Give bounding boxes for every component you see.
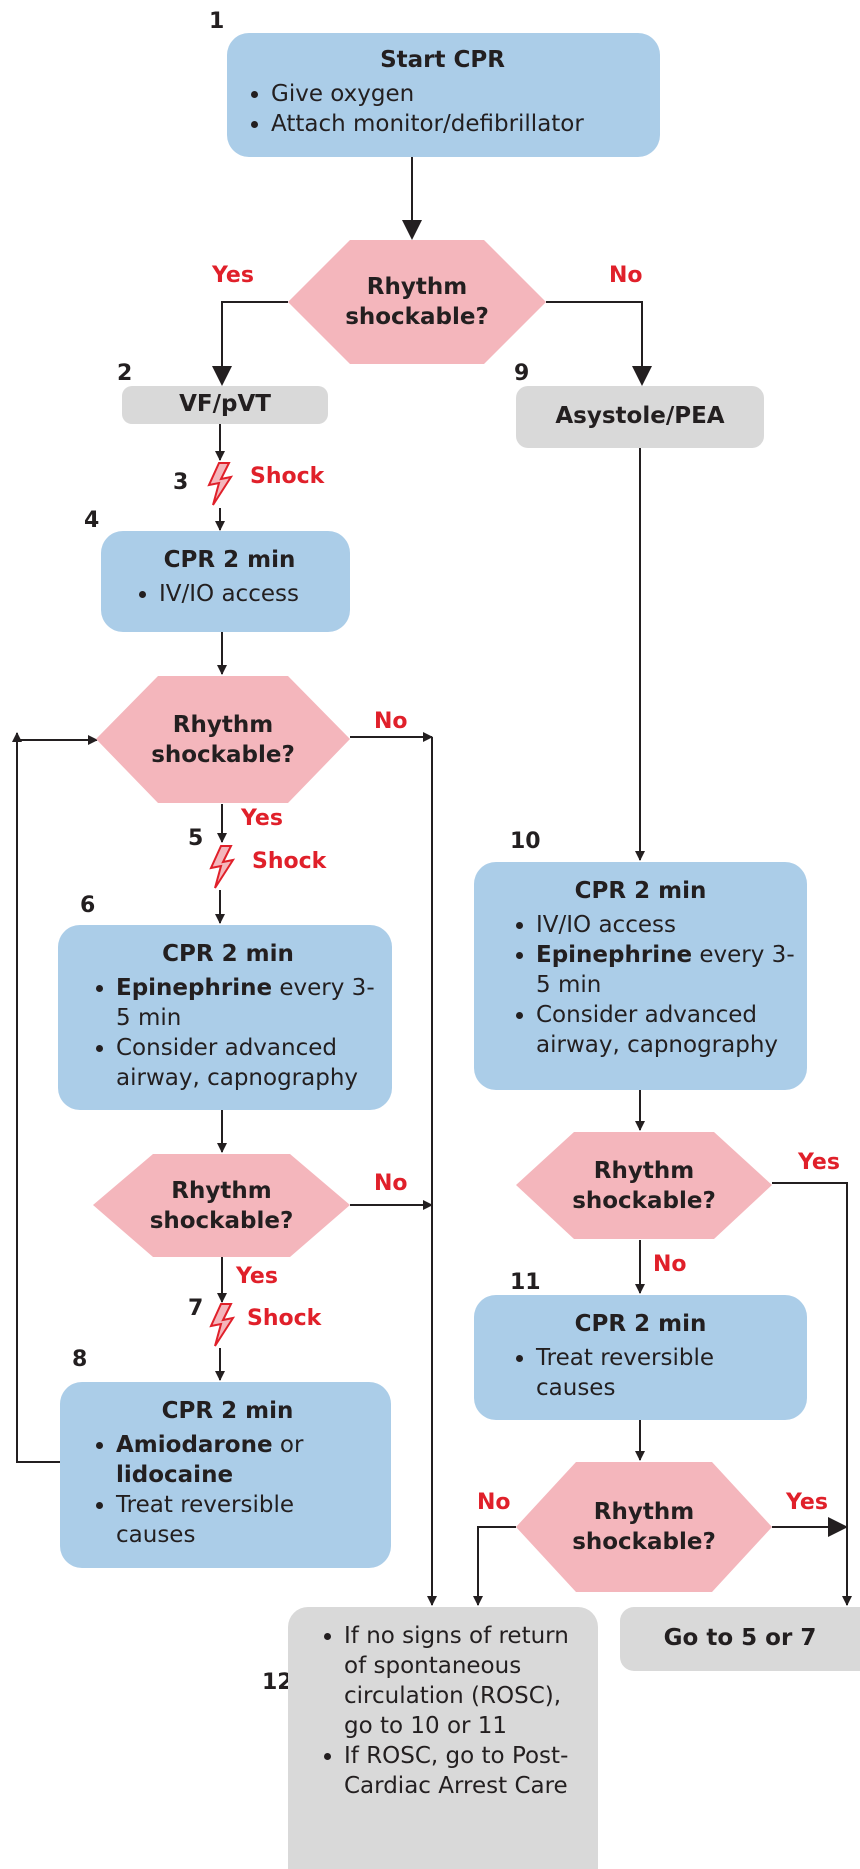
cpr-4-item-ivio: IV/IO access <box>159 579 340 609</box>
decision-2-line2: shockable? <box>151 741 295 768</box>
cpr-6-title: CPR 2 min <box>162 941 294 967</box>
asystole-pea-label: Asystole/PEA <box>555 403 725 429</box>
cpr-box-11: CPR 2 min Treat reversible causes <box>474 1295 807 1420</box>
connector <box>546 301 652 386</box>
decision-5-line1: Rhythm <box>593 1499 695 1525</box>
lidocaine-text: lidocaine <box>116 1462 234 1488</box>
step-number-1: 1 <box>209 9 225 34</box>
goto-5-or-7-box: Go to 5 or 7 <box>620 1607 860 1671</box>
cpr-6-item-airway: Consider advanced airway, capnography <box>116 1033 380 1093</box>
decision-3-line1: Rhythm <box>171 1177 272 1204</box>
cpr-10-title: CPR 2 min <box>574 878 707 904</box>
shock-label-7: Shock <box>247 1306 322 1331</box>
step-number-7: 7 <box>188 1296 204 1321</box>
shock-label-5: Shock <box>252 849 327 874</box>
goto-5-or-7-label: Go to 5 or 7 <box>663 1625 817 1651</box>
step-number-11: 11 <box>510 1270 541 1295</box>
decision-5-line2: shockable? <box>572 1529 716 1555</box>
cpr-10-item-epinephrine: Epinephrine every 3-5 min <box>536 940 795 1000</box>
lightning-bolt-icon <box>209 1303 236 1347</box>
rhythm-decision-4: Rhythm shockable? <box>516 1132 772 1239</box>
decision-2-no-label: No <box>374 709 408 734</box>
step-number-8: 8 <box>72 1347 88 1372</box>
cpr-11-title: CPR 2 min <box>574 1311 707 1337</box>
step-number-10: 10 <box>510 829 541 854</box>
step-number-2: 2 <box>117 361 133 386</box>
decision-4-line2: shockable? <box>572 1187 716 1214</box>
decision-1-no-label: No <box>609 263 643 288</box>
cpr-box-4: CPR 2 min IV/IO access <box>101 531 350 632</box>
decision-5-no-label: No <box>477 1490 511 1515</box>
vf-pvt-label: VF/pVT <box>179 391 271 417</box>
cpr-8-item-antiarrhythmic: Amiodarone or lidocaine <box>116 1430 379 1490</box>
step-number-9: 9 <box>514 361 530 386</box>
step-number-3: 3 <box>173 470 189 495</box>
cpr-box-10: CPR 2 min IV/IO access Epinephrine every… <box>474 862 807 1090</box>
cpr-6-item-epinephrine: Epinephrine every 3-5 min <box>116 973 380 1033</box>
cpr-10-item-airway: Consider advanced airway, capnography <box>536 1000 795 1060</box>
lightning-bolt-icon <box>209 845 236 889</box>
shock-label-3: Shock <box>250 464 325 489</box>
rhythm-decision-3: Rhythm shockable? <box>93 1154 350 1257</box>
rhythm-decision-5: Rhythm shockable? <box>516 1462 772 1592</box>
box-12-item-rosc: If ROSC, go to Post-Cardiac Arrest Care <box>344 1741 588 1801</box>
cpr-box-6: CPR 2 min Epinephrine every 3-5 min Cons… <box>58 925 392 1110</box>
start-cpr-box: Start CPR Give oxygen Attach monitor/def… <box>227 33 660 157</box>
decision-1-line1: Rhythm <box>366 274 468 300</box>
outcome-box-12: If no signs of return of spontaneous cir… <box>288 1607 598 1869</box>
cpr-box-8: CPR 2 min Amiodarone or lidocaine Treat … <box>60 1382 391 1568</box>
decision-3-no-label: No <box>374 1171 408 1196</box>
epinephrine-text: Epinephrine <box>116 975 273 1001</box>
start-cpr-title: Start CPR <box>380 47 505 73</box>
start-cpr-item-monitor: Attach monitor/defibrillator <box>271 109 644 139</box>
decision-1-yes-label: Yes <box>212 263 254 288</box>
decision-4-line1: Rhythm <box>593 1157 695 1184</box>
lightning-bolt-icon <box>207 462 234 506</box>
decision-5-yes-label: Yes <box>786 1490 828 1515</box>
step-number-12: 12 <box>262 1670 293 1695</box>
decision-3-yes-label: Yes <box>236 1264 278 1289</box>
box-12-item-no-rosc: If no signs of return of spontaneous cir… <box>344 1621 588 1741</box>
decision-2-yes-label: Yes <box>241 806 283 831</box>
start-cpr-item-oxygen: Give oxygen <box>271 79 644 109</box>
decision-4-yes-label: Yes <box>798 1150 840 1175</box>
rhythm-decision-1: Rhythm shockable? <box>288 240 546 364</box>
connector <box>16 740 60 1463</box>
decision-4-no-label: No <box>653 1252 687 1277</box>
epinephrine-text: Epinephrine <box>536 942 693 968</box>
decision-1-line2: shockable? <box>345 304 489 330</box>
step-number-6: 6 <box>80 893 96 918</box>
connector <box>473 1526 516 1606</box>
rhythm-decision-2: Rhythm shockable? <box>96 676 350 803</box>
cpr-11-item-reversible: Treat reversible causes <box>536 1343 795 1403</box>
connector <box>772 1182 852 1606</box>
cpr-8-item-reversible: Treat reversible causes <box>116 1490 379 1550</box>
cpr-4-title: CPR 2 min <box>163 547 296 573</box>
cpr-8-title: CPR 2 min <box>161 1398 294 1424</box>
asystole-pea-box: Asystole/PEA <box>516 386 764 448</box>
step-number-5: 5 <box>188 826 204 851</box>
vf-pvt-box: VF/pVT <box>122 386 328 424</box>
connector <box>212 301 288 386</box>
decision-3-line2: shockable? <box>149 1207 294 1234</box>
amiodarone-text: Amiodarone <box>116 1432 273 1458</box>
decision-2-line1: Rhythm <box>172 711 274 738</box>
cpr-10-item-ivio: IV/IO access <box>536 910 795 940</box>
step-number-4: 4 <box>84 508 100 533</box>
